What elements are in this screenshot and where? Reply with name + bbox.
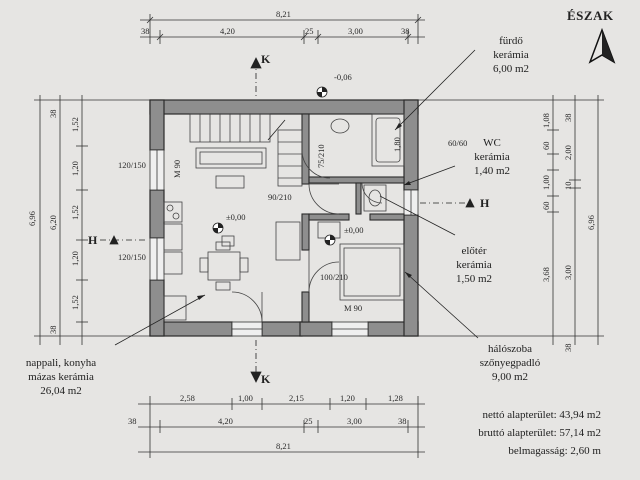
window-mark-5: 60/60 <box>448 138 468 148</box>
window-mark-4: 75/210 <box>316 144 326 168</box>
left-opening-4: 1,20 <box>70 251 80 266</box>
room-area-living: 26,04 m2 <box>40 385 82 397</box>
bathroom-fixtures <box>330 113 405 212</box>
room-floor-hall: kerámia <box>456 259 492 271</box>
leader-arrows <box>197 123 412 300</box>
right-part-0: 38 <box>563 113 573 123</box>
left-opening-5: 1,52 <box>70 295 80 310</box>
living-furniture <box>163 147 301 321</box>
bottom-dim-4: 38 <box>398 416 407 426</box>
top-dim-0: 38 <box>141 26 150 36</box>
room-label-bedroom: hálószoba szőnyegpadló 9,00 m2 <box>465 342 555 384</box>
left-inner-dim: 6,20 <box>48 215 58 230</box>
north-label: ÉSZAK <box>567 8 614 23</box>
bottom-opening-3: 1,20 <box>340 393 355 403</box>
room-area-wc: 1,40 m2 <box>473 165 511 177</box>
left-opening-1: 1,52 <box>70 117 80 132</box>
room-name-living: nappali, konyha <box>25 357 97 369</box>
window-mark-6: 100/210 <box>320 272 348 282</box>
section-h-right: H <box>480 196 490 210</box>
room-floor-bathroom: kerámia <box>493 49 529 61</box>
gross-area: bruttó alapterület: 57,14 m2 <box>478 427 601 439</box>
leader-lines <box>114 49 479 346</box>
bottom-opening-1: 1,00 <box>238 393 253 403</box>
top-dim-1: 4,20 <box>220 26 235 36</box>
right-part-4: 38 <box>563 343 573 353</box>
room-label-wc: WC kerámia 1,40 m2 <box>462 136 522 178</box>
room-floor-living: mázas kerámia <box>28 371 94 383</box>
left-opening-2: 1,20 <box>70 161 80 176</box>
window-mark-3: 1,80 <box>392 137 402 152</box>
section-line-k <box>250 57 262 383</box>
right-opening-2: 1,00 <box>541 175 551 190</box>
right-total-dim: 6,96 <box>586 215 596 230</box>
bottom-dim-3: 3,00 <box>347 416 362 426</box>
window-mark-0: 120/150 <box>118 160 146 170</box>
right-opening-4: 3,68 <box>541 267 551 282</box>
room-name-wc: WC <box>483 137 501 149</box>
room-label-living: nappali, konyha mázas kerámia 26,04 m2 <box>2 356 120 398</box>
window-mark-7: 120/150 <box>118 252 146 262</box>
top-dim-3: 3,00 <box>348 26 363 36</box>
room-floor-bedroom: szőnyegpadló <box>479 357 541 369</box>
bottom-opening-0: 2,58 <box>180 393 195 403</box>
top-total-dim: 8,21 <box>276 9 291 19</box>
level-label-1: ±0,00 <box>226 212 246 222</box>
level-label-2: ±0,00 <box>344 225 364 235</box>
right-part-2: 10 <box>563 181 573 191</box>
room-label-hall: előtér kerámia 1,50 m2 <box>444 244 504 286</box>
section-line-h <box>100 198 475 245</box>
window-mark-2: M 90 <box>172 159 182 178</box>
room-name-hall: előtér <box>461 245 487 257</box>
left-total-dim: 6,96 <box>27 211 37 226</box>
right-part-1: 2,00 <box>563 145 573 160</box>
top-dim-4: 38 <box>401 26 410 36</box>
room-area-bedroom: 9,00 m2 <box>491 371 529 383</box>
section-h-left: H <box>88 233 98 247</box>
bedroom-bed <box>317 221 405 301</box>
bottom-total-dim: 8,21 <box>276 441 291 451</box>
left-opening-6: 38 <box>48 325 58 335</box>
staircase <box>189 113 303 187</box>
room-area-bathroom: 6,00 m2 <box>492 63 530 75</box>
room-name-bathroom: fürdő <box>499 35 523 47</box>
left-opening-0: 38 <box>48 109 58 119</box>
door-swings <box>231 149 383 323</box>
section-k-top: K <box>261 52 271 66</box>
bottom-dimension-lines <box>138 396 425 458</box>
room-area-hall: 1,50 m2 <box>455 273 493 285</box>
level-label-0: -0,06 <box>334 72 352 82</box>
window-mark-1: 90/210 <box>268 192 292 202</box>
room-floor-wc: kerámia <box>474 151 510 163</box>
interior-walls <box>301 113 405 323</box>
section-k-bottom: K <box>261 372 271 386</box>
right-opening-1: 60 <box>541 141 551 151</box>
top-dimension-lines <box>140 14 425 44</box>
bottom-opening-2: 2,15 <box>289 393 304 403</box>
window-mark-8: M 90 <box>344 303 363 313</box>
bottom-opening-4: 1,28 <box>388 393 403 403</box>
bottom-dim-1: 4,20 <box>218 416 233 426</box>
north-arrow-icon <box>588 27 616 64</box>
left-opening-3: 1,52 <box>70 205 80 220</box>
windows <box>149 149 419 337</box>
net-area: nettó alapterület: 43,94 m2 <box>482 409 601 421</box>
room-name-bedroom: hálószoba <box>488 343 532 355</box>
level-markers <box>212 86 336 246</box>
area-summary: nettó alapterület: 43,94 m2 bruttó alapt… <box>421 406 601 460</box>
bottom-dim-2: 25 <box>304 416 313 426</box>
right-dimension-lines <box>418 95 604 345</box>
top-dim-2: 25 <box>305 26 314 36</box>
right-part-3: 3,00 <box>563 265 573 280</box>
ceiling-height: belmagasság: 2,60 m <box>508 445 601 457</box>
right-opening-0: 1,08 <box>541 113 551 128</box>
right-opening-3: 60 <box>541 201 551 211</box>
bottom-dim-0: 38 <box>128 416 137 426</box>
room-label-bathroom: fürdő kerámia 6,00 m2 <box>476 34 546 76</box>
